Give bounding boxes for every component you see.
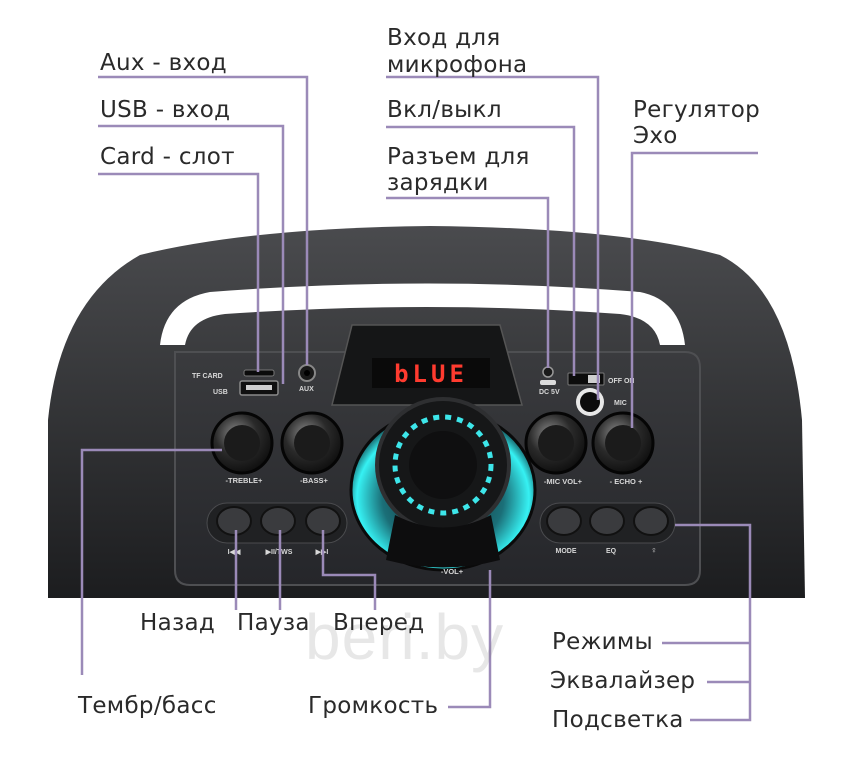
- bass-knob: [280, 411, 344, 475]
- label-prev: Назад: [140, 610, 216, 636]
- leader-charge: [386, 196, 550, 368]
- label-mic-line1: Вход для: [387, 25, 501, 51]
- next-symbol: ▶▶I: [315, 549, 329, 556]
- usb-port-text: USB: [213, 389, 228, 396]
- leader-power: [386, 125, 576, 376]
- led-display: [372, 358, 490, 388]
- prev-symbol: I◀◀: [228, 549, 241, 556]
- led-display-text: bLUE: [394, 360, 468, 388]
- label-charge-line2: зарядки: [387, 170, 489, 196]
- leader-mic: [386, 75, 600, 400]
- label-echo-line2: Эхо: [633, 123, 678, 149]
- dc-jack: [542, 366, 554, 378]
- mic-vol-text: -MIC VOL+: [544, 477, 583, 486]
- label-volume: Громкость: [308, 693, 439, 719]
- treble-text: -TREBLE+: [226, 476, 263, 485]
- handle-opening: [160, 283, 685, 345]
- label-card: Card - слот: [100, 144, 235, 170]
- mic-port-text: MIC: [614, 400, 627, 407]
- label-light: Подсветка: [552, 707, 684, 733]
- play-symbol: ▶II/TWS: [265, 549, 293, 556]
- label-usb: USB - вход: [100, 97, 231, 123]
- mic-vol-knob: [524, 411, 588, 475]
- leader-card: [98, 172, 260, 372]
- leader-volume: [448, 570, 492, 709]
- leader-next: [321, 530, 377, 610]
- leader-modes: [675, 523, 752, 722]
- leader-tone: [80, 448, 222, 675]
- label-pause: Пауза: [237, 610, 310, 636]
- label-charge-line1: Разъем для: [387, 144, 530, 170]
- tf-card-text: TF CARD: [192, 373, 223, 380]
- leader-aux: [98, 75, 309, 365]
- label-modes: Режимы: [552, 629, 653, 655]
- off-on-text: OFF ON: [608, 378, 634, 385]
- watermark: beri.by: [305, 601, 505, 673]
- leader-lines: [80, 75, 758, 722]
- mode-text: MODE: [556, 548, 577, 555]
- dc-text: DC 5V: [539, 389, 560, 396]
- leader-echo: [630, 151, 758, 428]
- echo-text: - ECHO +: [610, 477, 643, 486]
- label-tone: Тембр/басс: [78, 693, 217, 719]
- label-mic-line2: микрофона: [387, 52, 528, 78]
- mode-buttons: [539, 502, 676, 544]
- aux-port-text: AUX: [299, 386, 314, 393]
- playback-buttons: [206, 502, 348, 544]
- label-eq: Эквалайзер: [550, 668, 696, 694]
- echo-knob: [591, 411, 655, 475]
- volume-dial: [349, 397, 537, 572]
- vol-text: -VOL+: [441, 567, 464, 576]
- light-symbol: ♀: [651, 545, 658, 555]
- label-power: Вкл/выкл: [387, 97, 502, 123]
- bass-text: -BASS+: [300, 476, 328, 485]
- eq-text: EQ: [606, 548, 617, 555]
- label-aux: Aux - вход: [100, 50, 227, 76]
- label-next: Вперед: [333, 610, 425, 636]
- leader-usb: [98, 124, 285, 384]
- label-echo-line1: Регулятор: [633, 97, 761, 123]
- treble-knob: [210, 411, 274, 475]
